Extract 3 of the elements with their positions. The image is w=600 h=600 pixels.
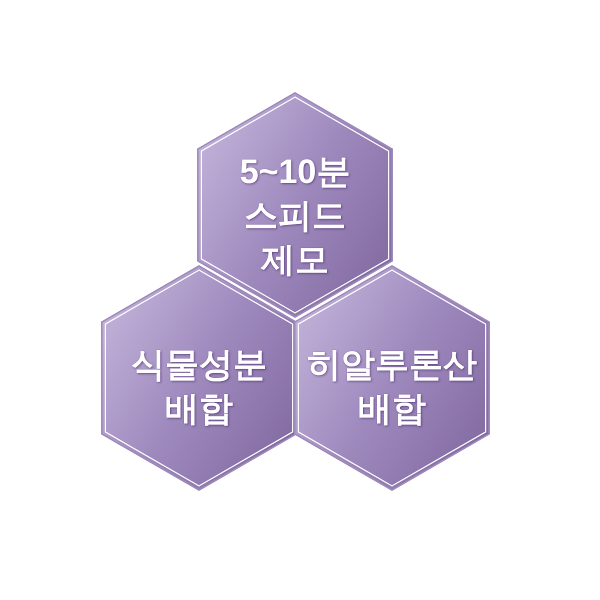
feature-text: 5~10분 스피드 제모: [238, 152, 352, 281]
feature-text: 식물성분 배합: [130, 345, 268, 430]
feature-text: 히알루론산 배합: [306, 345, 478, 430]
